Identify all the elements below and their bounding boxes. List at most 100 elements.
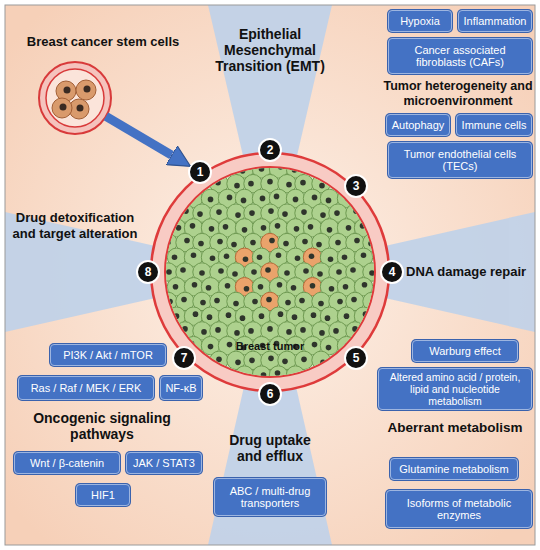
cell-nucleus xyxy=(286,182,292,188)
cell-nucleus xyxy=(301,209,307,215)
cell-nucleus xyxy=(183,208,189,214)
callout-number: 7 xyxy=(172,346,196,370)
factor-text: Glutamine metabolism xyxy=(399,463,508,475)
cell-nucleus xyxy=(309,253,315,259)
stem-cell-cluster: Breast cancer stem cells xyxy=(8,34,198,138)
cell-nucleus xyxy=(312,342,318,348)
cell-nucleus xyxy=(215,327,221,333)
cell-nucleus xyxy=(292,314,298,320)
cell-nucleus xyxy=(259,313,265,319)
cell-nucleus xyxy=(336,269,342,275)
outer-frame xyxy=(5,5,535,545)
callout-number: 4 xyxy=(380,260,404,284)
peach-background xyxy=(5,5,535,545)
factor-text: Immune cells xyxy=(462,119,527,131)
cell-nucleus xyxy=(251,269,257,275)
factor-text: Inflammation xyxy=(464,15,527,27)
callout-number: 1 xyxy=(188,160,212,184)
cell-nucleus xyxy=(234,183,240,189)
stem-cell xyxy=(76,80,96,100)
cell-nucleus xyxy=(361,252,367,258)
cell-nucleus xyxy=(223,224,229,230)
tumor-cell xyxy=(312,351,330,369)
cell-nucleus xyxy=(244,286,250,292)
cell-nucleus xyxy=(174,313,180,319)
factor-box: ABC / multi-drug transporters xyxy=(214,478,326,516)
cell-nucleus xyxy=(351,297,357,303)
cell-nucleus xyxy=(274,194,280,200)
cell-nucleus xyxy=(241,198,247,204)
cell-nucleus xyxy=(261,372,267,378)
cell-nucleus xyxy=(240,315,246,321)
factor-text: HIF1 xyxy=(91,489,115,501)
factor-text: Ras / Raf / MEK / ERK xyxy=(31,382,142,394)
cluster-title: Breast cancer stem cells xyxy=(8,34,198,49)
section-heading: Tumor heterogeneity and microenvironment xyxy=(382,79,534,109)
cell-nucleus xyxy=(172,254,178,260)
cell-nucleus xyxy=(199,270,205,276)
cell-nucleus xyxy=(227,342,233,348)
cell-nucleus xyxy=(276,252,282,258)
callout-number: 2 xyxy=(258,138,282,162)
cell-nucleus xyxy=(278,164,284,170)
cell-nucleus xyxy=(182,326,188,332)
factor-box: Altered amino acid / protein, lipid and … xyxy=(378,368,532,410)
cell-nucleus xyxy=(242,374,248,380)
cell-nucleus xyxy=(294,373,300,379)
cell-nucleus xyxy=(261,225,267,231)
cell-nucleus xyxy=(201,329,207,335)
cell-nucleus xyxy=(320,360,326,366)
cell-nucleus xyxy=(248,328,254,334)
callout-number: 3 xyxy=(344,174,368,198)
cell-nucleus xyxy=(232,271,238,277)
section-heading: Oncogenic signaling pathways xyxy=(20,410,184,442)
factor-box: JAK / STAT3 xyxy=(126,452,202,474)
cell-nucleus xyxy=(275,370,281,376)
callout-number-text: 4 xyxy=(380,260,404,284)
callout-number-text: 1 xyxy=(188,160,212,184)
cell-nucleus xyxy=(217,239,223,245)
cell-nucleus xyxy=(233,301,239,307)
cell-nucleus xyxy=(284,270,290,276)
cell-nucleus xyxy=(189,194,195,200)
cell-nucleus xyxy=(319,183,325,189)
cell-nucleus xyxy=(180,267,186,273)
cell-nucleus xyxy=(368,241,374,247)
cluster-outline xyxy=(35,58,115,138)
cell-nucleus xyxy=(333,328,339,334)
factor-text: Cancer associated fibroblasts (CAFs) xyxy=(393,44,527,68)
cell-nucleus xyxy=(198,241,204,247)
cell-nucleus xyxy=(282,359,288,365)
cell-nucleus xyxy=(243,256,249,262)
section-heading: Drug uptake and efflux xyxy=(215,432,325,464)
cell-nucleus xyxy=(277,282,283,288)
tumor-cell xyxy=(235,366,253,384)
cell-nucleus xyxy=(283,241,289,247)
cell-nucleus xyxy=(337,299,343,305)
cell-nucleus xyxy=(165,240,171,246)
cell-nucleus xyxy=(294,226,300,232)
cell-nucleus xyxy=(208,344,214,350)
callout-number: 6 xyxy=(258,382,282,406)
cell-nucleus xyxy=(343,284,349,290)
cell-nucleus xyxy=(209,226,215,232)
cell-nucleus xyxy=(64,87,71,94)
cell-nucleus xyxy=(173,284,179,290)
cell-nucleus xyxy=(362,282,368,288)
callout-number-text: 3 xyxy=(344,174,368,198)
factor-box: Isoforms of metabolic enzymes xyxy=(386,490,532,528)
tumor-cell xyxy=(210,351,228,369)
cell-nucleus xyxy=(210,255,216,261)
factor-box: Autophagy xyxy=(386,114,450,136)
factor-text: PI3K / Akt / mTOR xyxy=(63,349,153,361)
cell-nucleus xyxy=(184,238,190,244)
cell-nucleus xyxy=(369,270,375,276)
factor-box: NF-κB xyxy=(160,376,202,400)
tumor-cell xyxy=(252,366,270,384)
cell-nucleus xyxy=(326,198,332,204)
cell-nucleus xyxy=(327,227,333,233)
factor-box: HIF1 xyxy=(76,484,130,506)
cell-nucleus xyxy=(269,238,275,244)
cell-nucleus xyxy=(299,298,305,304)
